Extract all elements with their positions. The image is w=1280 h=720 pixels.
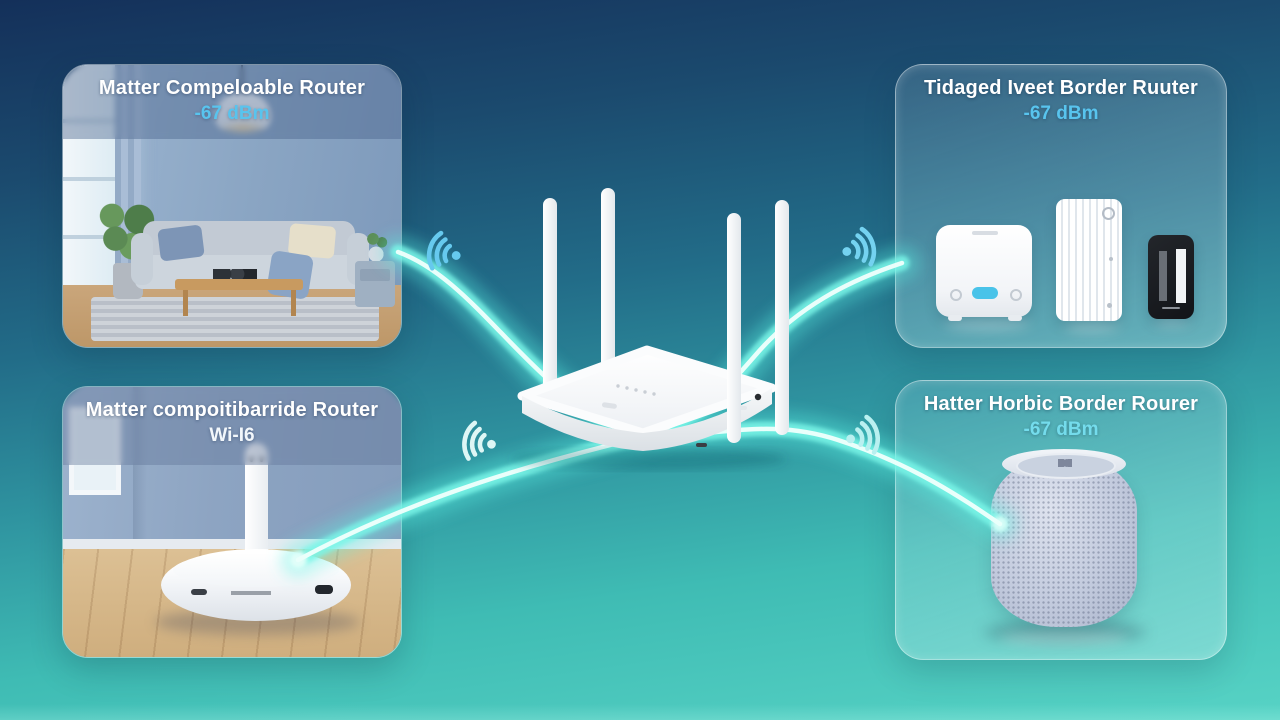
remote-reflection	[1154, 317, 1190, 327]
panel-bottom-right-title: Hatter Horbic Border Rourer	[923, 393, 1199, 415]
panel-top-left-signal: -67 dBm	[194, 103, 270, 124]
panel-top-right-header: Tidaged Iveet Border Ruuter -67 dBm	[896, 65, 1226, 125]
sofa-arm-left	[131, 233, 153, 285]
wifi-signal-icon-top-right	[836, 221, 895, 274]
panel-bottom-right-header: Hatter Horbic Border Rourer -67 dBm	[896, 381, 1226, 441]
table-items	[213, 269, 257, 279]
base-slot	[191, 589, 207, 595]
rug	[91, 297, 379, 341]
remote-buttons-right	[1176, 249, 1186, 303]
base-disc-top-highlight	[173, 553, 339, 587]
router-antenna-back-left	[543, 198, 557, 394]
router-antenna-front-mid	[727, 213, 741, 443]
base-led-dots	[231, 591, 271, 595]
base-port	[315, 585, 333, 594]
hub-top-marks	[972, 231, 998, 235]
panel-bottom-left-header: Matter compoitibarride Router Wi-I6	[63, 387, 401, 465]
router-dc-port	[754, 393, 762, 401]
cushion-blue	[157, 224, 205, 262]
panel-bottom-right: Hatter Horbic Border Rourer -67 dBm	[895, 380, 1227, 660]
side-table-drawer	[360, 269, 390, 281]
router-shadow	[510, 448, 786, 470]
hub-ring-icon-right	[1010, 289, 1022, 301]
panel-bottom-left-signal: Wi-I6	[209, 425, 255, 446]
side-table	[355, 261, 395, 307]
wifi-signal-icon-bottom-left	[445, 416, 502, 466]
panel-top-left-header: Matter Compeloable Router -67 dBm	[63, 65, 401, 139]
hub-cyan-button	[972, 287, 998, 299]
baseboard	[63, 539, 401, 549]
panel-top-left: Matter Compeloable Router -67 dBm	[62, 64, 402, 348]
throw-blanket	[265, 249, 315, 301]
speaker-mesh-texture	[991, 455, 1137, 627]
router-antenna-front-right	[775, 200, 789, 435]
remote-buttons-left	[1159, 251, 1167, 301]
remote-label	[1162, 307, 1180, 309]
tower-dot-mid	[1109, 257, 1113, 261]
hub-foot-left	[948, 315, 962, 321]
panel-top-right-signal: -67 dBm	[1023, 103, 1099, 124]
router-front-slot	[696, 443, 707, 447]
panel-bottom-left: Matter compoitibarride Router Wi-I6	[62, 386, 402, 658]
speaker-top-glyph	[1058, 459, 1072, 467]
tower-reflection	[1064, 321, 1120, 333]
bottom-light-streak	[0, 704, 1280, 720]
router-antenna-back-mid	[601, 188, 615, 370]
black-remote	[1148, 235, 1194, 319]
coffee-table-leg1	[183, 290, 188, 316]
panel-bottom-right-signal: -67 dBm	[1023, 419, 1099, 440]
coffee-table-leg2	[291, 290, 296, 316]
tower-dot-low	[1107, 303, 1112, 308]
panel-top-right: Tidaged Iveet Border Ruuter -67 dBm	[895, 64, 1227, 348]
panel-top-left-title: Matter Compeloable Router	[98, 77, 366, 99]
speaker-shadow	[984, 621, 1146, 643]
wifi-signal-icon-top-left	[409, 225, 468, 278]
antenna-pole	[245, 443, 268, 571]
tower-logo	[1102, 207, 1115, 220]
coffee-table-top	[175, 279, 303, 290]
wifi-signal-icon-bottom-right	[840, 409, 898, 460]
hub-ring-icon-left	[950, 289, 962, 301]
white-hub-box	[936, 225, 1032, 317]
speaker-reflection	[1000, 631, 1128, 645]
panel-top-right-title: Tidaged Iveet Border Ruuter	[924, 77, 1198, 99]
panel-bottom-left-title: Matter compoitibarride Router	[85, 399, 379, 421]
wifi-router	[510, 188, 789, 470]
hub-foot-right	[1008, 315, 1022, 321]
small-plant	[361, 227, 391, 261]
